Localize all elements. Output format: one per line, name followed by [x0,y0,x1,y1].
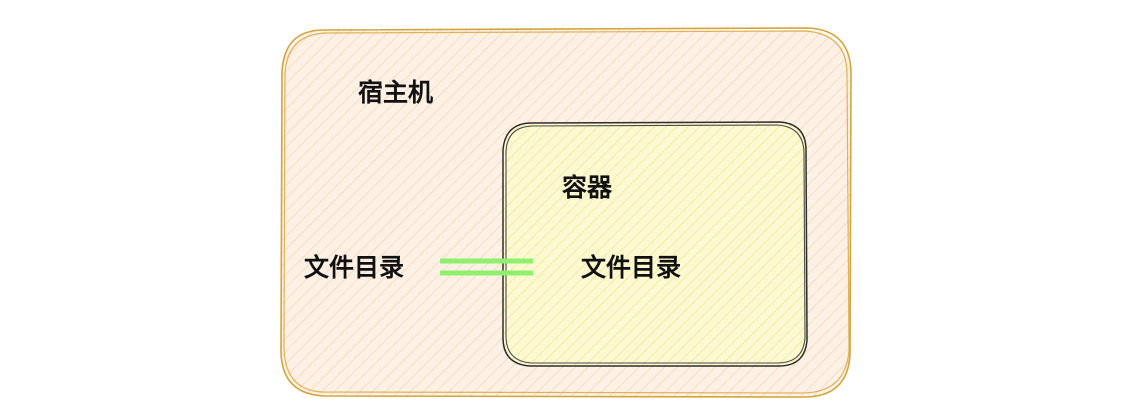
host-label: 宿主机 [358,78,433,107]
container-label: 容器 [562,173,613,202]
container-directory-label: 文件目录 [581,253,681,282]
host-directory-label: 文件目录 [304,253,404,282]
container-box [502,121,808,367]
mount-link [440,258,533,276]
